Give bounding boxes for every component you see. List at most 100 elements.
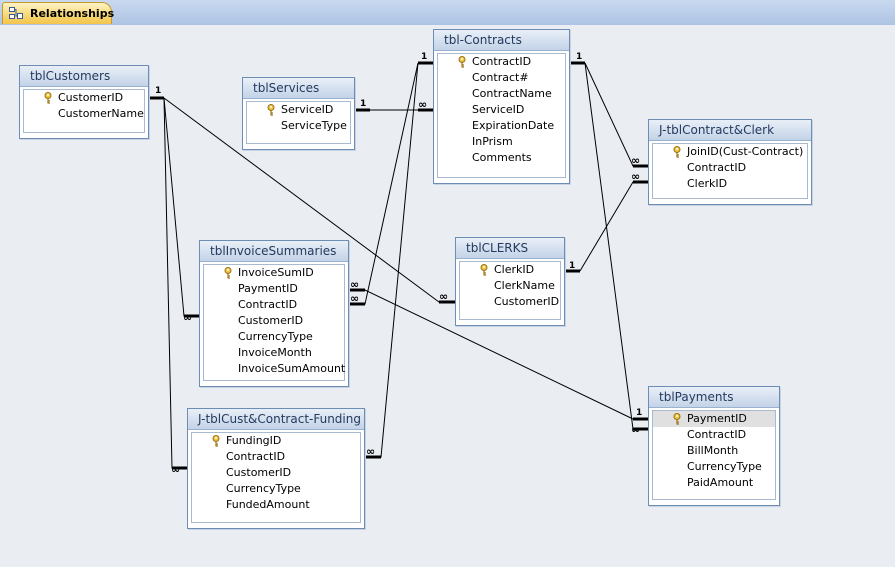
tab-label: Relationships: [30, 7, 115, 20]
field-name: ContractID: [472, 55, 532, 68]
field-name: InvoiceSumAmount: [238, 362, 346, 375]
field-name: Contract#: [472, 71, 529, 84]
table-title[interactable]: tblInvoiceSummaries: [200, 241, 348, 262]
field-row[interactable]: ContractID: [653, 160, 807, 176]
table-tblcustomers[interactable]: tblCustomers CustomerID CustomerName: [19, 65, 149, 139]
field-name: ServiceID: [281, 103, 334, 116]
field-name: InvoiceSumID: [238, 266, 314, 279]
field-list[interactable]: CustomerID CustomerName: [23, 89, 145, 133]
field-name: ServiceType: [281, 119, 347, 132]
relationships-icon: [9, 7, 23, 19]
field-row[interactable]: CustomerID: [460, 294, 560, 310]
field-name: PaymentID: [687, 412, 747, 425]
primary-key-icon: [480, 264, 488, 276]
field-name: CustomerID: [58, 91, 124, 104]
field-name: ClerkID: [687, 177, 728, 190]
field-row[interactable]: ExpirationDate: [438, 118, 565, 134]
field-row[interactable]: InvoiceSumAmount: [204, 361, 346, 377]
table-tblservices[interactable]: tblServices ServiceID ServiceType: [242, 77, 355, 150]
field-name: ExpirationDate: [472, 119, 555, 132]
field-name: CurrencyType: [238, 330, 313, 343]
field-row[interactable]: Comments: [438, 150, 565, 166]
table-title[interactable]: tblCustomers: [20, 66, 148, 87]
field-name: BillMonth: [687, 444, 739, 457]
field-name: CurrencyType: [226, 482, 301, 495]
field-row[interactable]: ClerkID: [460, 262, 560, 278]
field-row[interactable]: ContractName: [438, 86, 565, 102]
table-title[interactable]: tblServices: [243, 78, 354, 99]
field-row[interactable]: ServiceID: [247, 102, 350, 118]
field-name: ContractID: [687, 161, 747, 174]
field-row[interactable]: PaymentID: [653, 411, 775, 427]
field-name: ContractID: [238, 298, 298, 311]
field-row[interactable]: ContractID: [653, 427, 775, 443]
table-title[interactable]: tblPayments: [649, 387, 779, 408]
field-name: CustomerID: [238, 314, 304, 327]
field-name: ServiceID: [472, 103, 525, 116]
field-name: CustomerName: [58, 107, 144, 120]
field-name: ContractID: [687, 428, 747, 441]
field-row[interactable]: CurrencyType: [192, 481, 360, 497]
field-name: CurrencyType: [687, 460, 762, 473]
field-row[interactable]: Contract#: [438, 70, 565, 86]
field-name: ContractID: [226, 450, 286, 463]
field-name: PaidAmount: [687, 476, 754, 489]
primary-key-icon: [224, 267, 232, 279]
table-title[interactable]: J-tblCust&Contract-Funding: [188, 409, 364, 430]
primary-key-icon: [44, 92, 52, 104]
table-title[interactable]: tbl-Contracts: [434, 30, 569, 51]
table-tblinvoicesummaries[interactable]: tblInvoiceSummaries InvoiceSumID PaymentI…: [199, 240, 349, 387]
primary-key-icon: [267, 104, 275, 116]
field-list[interactable]: JoinID(Cust-Contract) ContractID ClerkID: [652, 143, 808, 199]
field-row[interactable]: InvoiceMonth: [204, 345, 344, 361]
field-row[interactable]: FundingID: [192, 433, 360, 449]
field-row[interactable]: InPrism: [438, 134, 565, 150]
primary-key-icon: [212, 435, 220, 447]
field-name: PaymentID: [238, 282, 298, 295]
primary-key-icon: [673, 413, 681, 425]
field-name: InvoiceMonth: [238, 346, 312, 359]
field-row[interactable]: CustomerID: [24, 90, 144, 106]
field-row[interactable]: CurrencyType: [204, 329, 344, 345]
field-row[interactable]: ContractID: [204, 297, 344, 313]
field-row[interactable]: CustomerName: [24, 106, 144, 122]
field-row[interactable]: ClerkID: [653, 176, 807, 192]
field-row[interactable]: BillMonth: [653, 443, 775, 459]
field-name: JoinID(Cust-Contract): [687, 145, 804, 158]
field-name: FundedAmount: [226, 498, 310, 511]
table-title[interactable]: J-tblContract&Clerk: [649, 120, 811, 141]
field-row[interactable]: InvoiceSumID: [204, 265, 344, 281]
table-j-tblcontract-clerk[interactable]: J-tblContract&Clerk JoinID(Cust-Contract…: [648, 119, 812, 205]
field-row[interactable]: ClerkName: [460, 278, 560, 294]
table-title[interactable]: tblCLERKS: [456, 238, 564, 259]
field-name: ContractName: [472, 87, 552, 100]
field-row[interactable]: PaymentID: [204, 281, 344, 297]
relationships-tab[interactable]: Relationships: [2, 2, 115, 24]
field-name: InPrism: [472, 135, 513, 148]
field-row[interactable]: PaidAmount: [653, 475, 775, 491]
field-name: CustomerID: [226, 466, 292, 479]
field-name: CustomerID: [494, 295, 560, 308]
field-list[interactable]: ServiceID ServiceType: [246, 101, 351, 144]
field-row[interactable]: CustomerID: [192, 465, 360, 481]
primary-key-icon: [673, 146, 681, 158]
field-row[interactable]: ContractID: [192, 449, 360, 465]
table-tblpayments[interactable]: tblPayments PaymentID ContractID BillMonth…: [648, 386, 780, 506]
primary-key-icon: [458, 56, 466, 68]
field-row[interactable]: FundedAmount: [192, 497, 360, 513]
field-row[interactable]: JoinID(Cust-Contract): [653, 144, 807, 160]
field-list[interactable]: InvoiceSumID PaymentID ContractID CustomerI…: [203, 264, 345, 381]
field-row[interactable]: ServiceType: [247, 118, 350, 134]
field-row[interactable]: CurrencyType: [653, 459, 775, 475]
field-row[interactable]: ContractID: [438, 54, 565, 70]
field-row[interactable]: ServiceID: [438, 102, 565, 118]
field-row[interactable]: CustomerID: [204, 313, 344, 329]
field-name: ClerkID: [494, 263, 535, 276]
